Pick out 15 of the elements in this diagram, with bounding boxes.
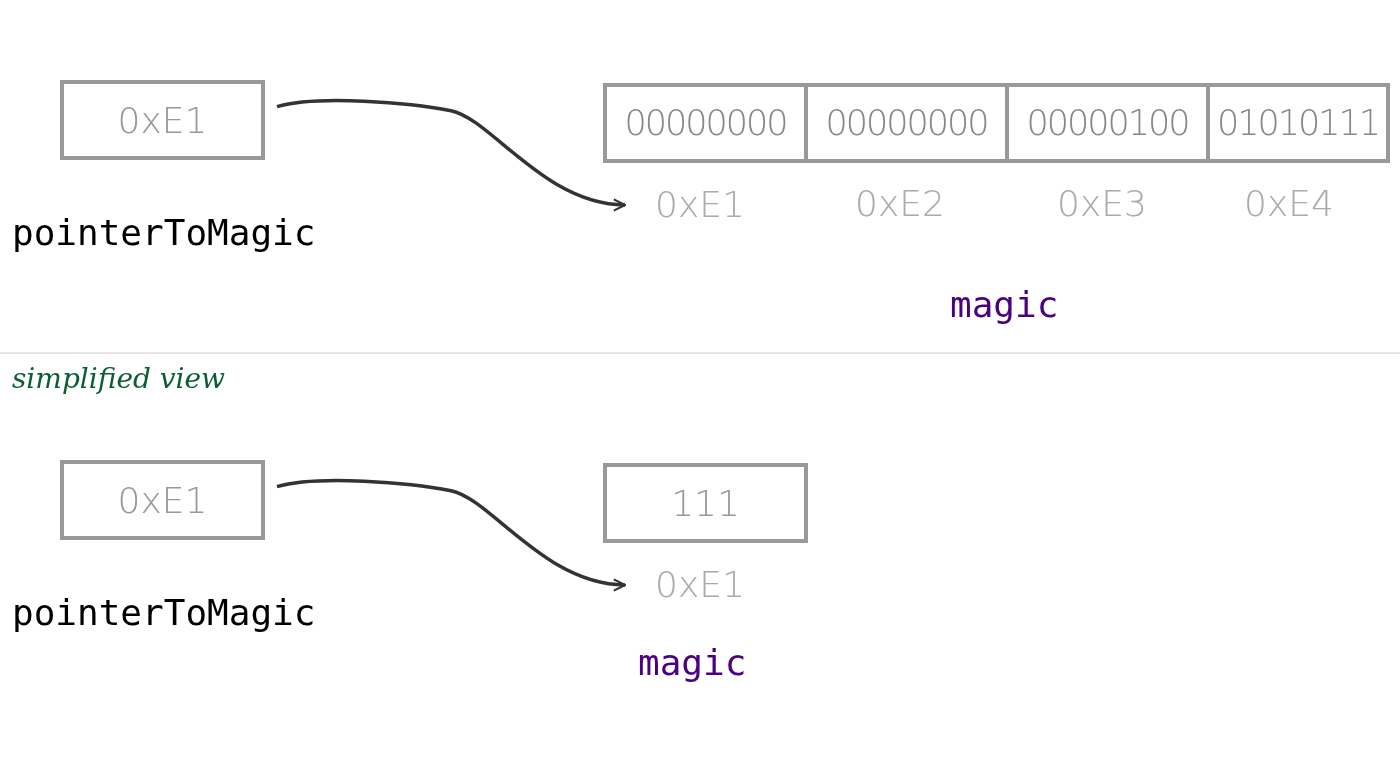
address-text: 0xE4 bbox=[1244, 183, 1334, 224]
section-note: simplified view bbox=[12, 362, 226, 395]
address-text: 0xE1 bbox=[655, 183, 745, 227]
variable-box: 0xE1 bbox=[60, 80, 265, 160]
address-text: 0xE3 bbox=[1057, 183, 1147, 224]
address-text: 0xE2 bbox=[855, 183, 945, 224]
variable-name: pointerToMagic bbox=[12, 212, 316, 253]
variable-name: pointerToMagic bbox=[12, 592, 316, 633]
variable-name: magic bbox=[638, 642, 747, 683]
pointer-arrow bbox=[276, 98, 627, 211]
variable-box: 0xE1 bbox=[60, 460, 265, 540]
address-text: 0xE1 bbox=[655, 563, 745, 607]
variable-name: magic bbox=[950, 284, 1059, 325]
variable-box: 111 bbox=[603, 463, 808, 543]
pointer-arrow bbox=[276, 478, 627, 591]
